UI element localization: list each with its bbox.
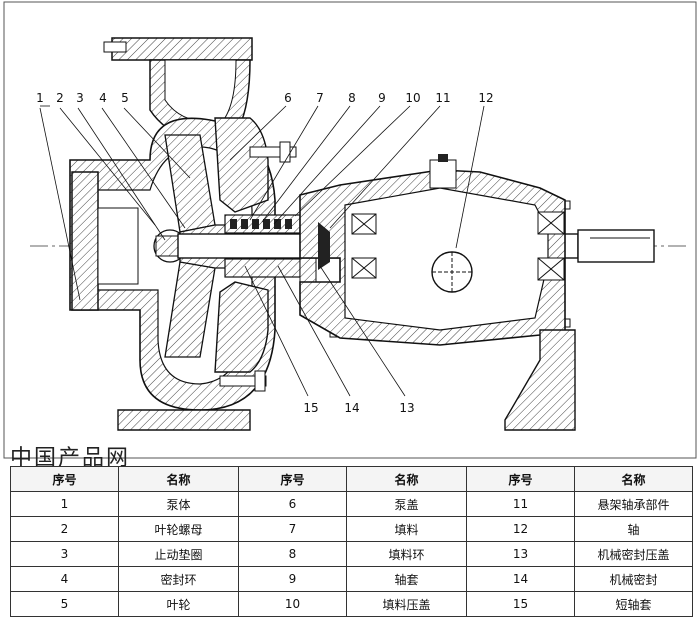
table-cell: 10 [238, 591, 347, 617]
bearings [351, 211, 565, 281]
table-cell: 短轴套 [574, 591, 693, 617]
pump-cross-section-drawing: 1 2 3 4 5 6 7 8 9 10 11 12 13 14 15 [3, 1, 697, 459]
leader-lines [39, 105, 485, 397]
callout-1: 1 [36, 91, 44, 105]
table-cell: 13 [466, 541, 575, 567]
table-cell: 轴 [574, 516, 693, 542]
table-cell: 机械密封 [574, 566, 693, 592]
table-cell: 2 [10, 516, 119, 542]
table-cell: 填料压盖 [346, 591, 467, 617]
parts-table: 序号 名称 序号 名称 序号 名称 1 泵体 6 泵盖 11 悬架轴承部件 2 … [10, 466, 693, 617]
table-cell: 止动垫圈 [118, 541, 239, 567]
table-row: 3 止动垫圈 8 填料环 13 机械密封压盖 [10, 541, 693, 567]
table-row: 1 泵体 6 泵盖 11 悬架轴承部件 [10, 491, 693, 517]
table-cell: 5 [10, 591, 119, 617]
table-cell: 12 [466, 516, 575, 542]
table-cell: 轴套 [346, 566, 467, 592]
header-no-2: 序号 [238, 466, 347, 492]
table-cell: 叶轮 [118, 591, 239, 617]
table-cell: 14 [466, 566, 575, 592]
callout-5: 5 [121, 91, 129, 105]
table-cell: 8 [238, 541, 347, 567]
impeller [153, 134, 231, 358]
table-cell: 15 [466, 591, 575, 617]
table-cell: 4 [10, 566, 119, 592]
header-name-3: 名称 [574, 466, 693, 492]
callout-2: 2 [56, 91, 64, 105]
callout-15: 15 [303, 401, 318, 415]
table-cell: 1 [10, 491, 119, 517]
header-no-1: 序号 [10, 466, 119, 492]
support-foot [117, 329, 576, 431]
callout-7: 7 [316, 91, 324, 105]
callout-14: 14 [344, 401, 359, 415]
table-cell: 叶轮螺母 [118, 516, 239, 542]
table-cell: 9 [238, 566, 347, 592]
table-cell: 悬架轴承部件 [574, 491, 693, 517]
table-cell: 3 [10, 541, 119, 567]
callout-8: 8 [348, 91, 356, 105]
table-cell: 填料 [346, 516, 467, 542]
callout-12: 12 [478, 91, 493, 105]
callout-10: 10 [405, 91, 420, 105]
bearing-housing [299, 154, 566, 346]
table-cell: 7 [238, 516, 347, 542]
callout-6: 6 [284, 91, 292, 105]
suction-flange [71, 171, 139, 311]
header-no-3: 序号 [466, 466, 575, 492]
drawing-frame [3, 1, 697, 459]
table-row: 5 叶轮 10 填料压盖 15 短轴套 [10, 591, 693, 617]
table-cell: 6 [238, 491, 347, 517]
pump-cover [214, 117, 269, 373]
header-name-1: 名称 [118, 466, 239, 492]
table-cell: 密封环 [118, 566, 239, 592]
header-name-2: 名称 [346, 466, 467, 492]
callout-3: 3 [76, 91, 84, 105]
callout-9: 9 [378, 91, 386, 105]
table-row: 2 叶轮螺母 7 填料 12 轴 [10, 516, 693, 542]
table-cell: 11 [466, 491, 575, 517]
table-header-row: 序号 名称 序号 名称 序号 名称 [10, 466, 693, 492]
callout-4: 4 [99, 91, 107, 105]
table-row: 4 密封环 9 轴套 14 机械密封 [10, 566, 693, 592]
callout-11: 11 [435, 91, 450, 105]
flinger [318, 222, 330, 270]
table-cell: 填料环 [346, 541, 467, 567]
callout-13: 13 [399, 401, 414, 415]
table-cell: 机械密封压盖 [574, 541, 693, 567]
table-cell: 泵体 [118, 491, 239, 517]
table-cell: 泵盖 [346, 491, 467, 517]
